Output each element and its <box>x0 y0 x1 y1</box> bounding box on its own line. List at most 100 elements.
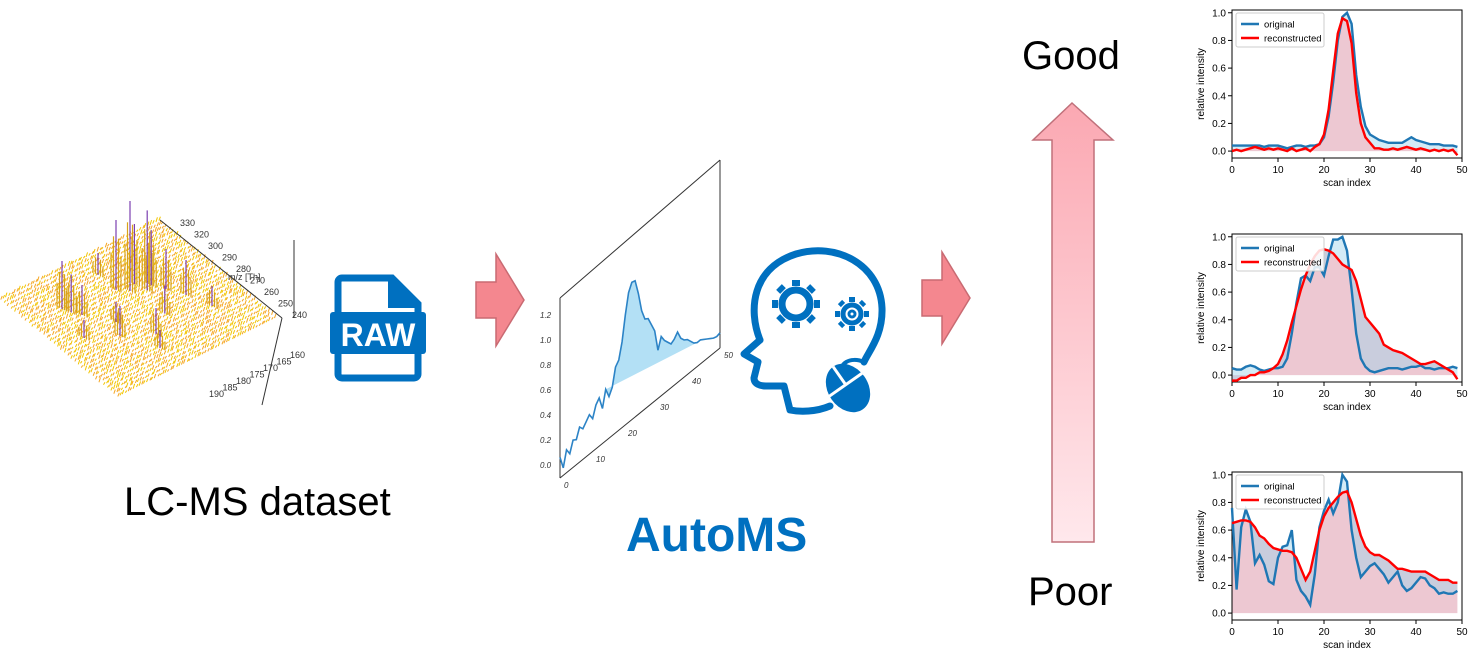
x-tick-label: 50 <box>1456 165 1468 176</box>
y-tick-label: 0.4 <box>1212 91 1226 102</box>
raw-file-icon: RAW <box>330 274 426 382</box>
axes-frame <box>1231 471 1463 621</box>
y-tick-label: 1.0 <box>1212 232 1226 243</box>
x-axis-label: scan index <box>1323 402 1371 413</box>
peak-preview-plot: 0 10 20 30 40 50 0.0 0.2 0.4 0.6 0.8 1.0 1.2 <box>540 159 733 490</box>
reconstructed-line <box>1231 16 1459 157</box>
y-tick-label: 0.6 <box>1212 526 1226 537</box>
x-tick-label: 30 <box>1364 627 1376 638</box>
x-tick-label: 0 <box>1229 389 1235 400</box>
preview-x-ticks: 0 10 20 30 40 50 <box>564 351 733 490</box>
x-tick-label: 20 <box>1318 627 1330 638</box>
reconstructed-line <box>1232 247 1459 382</box>
mz-unit-label: m/z [Th] <box>228 272 261 282</box>
quality-arrow <box>1031 101 1115 543</box>
legend: original reconstructed <box>1235 12 1325 48</box>
preview-y-ticks: 0.0 0.2 0.4 0.6 0.8 1.0 1.2 <box>540 311 552 470</box>
legend-entry: original <box>1264 20 1295 31</box>
preview-x-tick: 10 <box>596 455 605 464</box>
preview-y-tick: 0.6 <box>540 386 552 395</box>
mz-tick-label: 290 <box>222 253 237 263</box>
reconstructed-area <box>1232 18 1458 156</box>
preview-frame-bottom <box>559 347 721 479</box>
preview-y-tick: 0.8 <box>540 361 552 370</box>
lcms-peaks <box>56 201 218 351</box>
y-tick-label: 0.2 <box>1212 581 1226 592</box>
y-tick-label: 0.6 <box>1212 288 1226 299</box>
preview-x-tick: 40 <box>692 377 701 386</box>
legend-entry: original <box>1264 482 1295 493</box>
quality-good-label: Good <box>1022 34 1120 78</box>
method-label: AutoMS <box>626 509 808 562</box>
right-arrow-1 <box>475 251 525 349</box>
y-tick-label: 1.0 <box>1212 8 1226 19</box>
y-axis-label: relative intensity <box>1196 48 1207 120</box>
y-tick-label: 0.8 <box>1212 260 1226 271</box>
x-tick-label: 40 <box>1410 389 1422 400</box>
preview-y-tick: 1.0 <box>540 336 552 345</box>
x-tick-label: 0 <box>1229 627 1235 638</box>
x-tick-label: 10 <box>1272 165 1284 176</box>
x-tick-label: 40 <box>1410 165 1422 176</box>
mz-tick-label: 280 <box>236 264 251 274</box>
x-tick-label: 50 <box>1456 627 1468 638</box>
preview-x-tick: 20 <box>627 429 637 438</box>
original-line <box>1232 10 1458 150</box>
scan-tick-label: 180 <box>236 376 251 386</box>
mz-tick-label: 250 <box>278 299 293 309</box>
ai-brain-gears-icon <box>740 247 886 415</box>
scan-tick-label: 175 <box>250 370 265 380</box>
preview-area <box>605 280 698 397</box>
x-tick-label: 30 <box>1364 165 1376 176</box>
original-line <box>1230 471 1459 609</box>
y-tick-label: 0.8 <box>1212 36 1226 47</box>
scan-tick-label: 160 <box>290 350 305 360</box>
y-tick-label: 0.6 <box>1212 64 1226 75</box>
preview-y-tick: 0.4 <box>540 411 552 420</box>
preview-y-tick: 0.2 <box>540 436 552 445</box>
x-tick-label: 0 <box>1229 165 1235 176</box>
lcms-floor <box>0 216 277 397</box>
x-tick-label: 10 <box>1272 627 1284 638</box>
legend-entry: original <box>1264 244 1295 255</box>
preview-x-tick: 30 <box>660 403 669 412</box>
preview-x-tick: 50 <box>724 351 733 360</box>
axes-frame <box>1231 233 1463 383</box>
x-tick-label: 20 <box>1318 165 1330 176</box>
x-tick-label: 30 <box>1364 389 1376 400</box>
mz-axis <box>159 219 283 319</box>
scan-axis <box>261 317 283 406</box>
reconstruction-chart-good: 0.0 0.2 0.4 0.6 0.8 1.0 0 10 20 30 40 50 scan index r… <box>1196 8 1468 189</box>
y-tick-label: 0.4 <box>1212 315 1226 326</box>
difference-area <box>1232 474 1458 605</box>
preview-x-tick: 0 <box>564 481 569 490</box>
y-tick-label: 0.0 <box>1212 147 1226 158</box>
y-axis-label: relative intensity <box>1196 510 1207 582</box>
mz-tick-label: 330 <box>180 218 195 228</box>
preview-line <box>559 279 721 469</box>
y-tick-label: 1.0 <box>1212 470 1226 481</box>
preview-y-tick: 1.2 <box>540 311 552 320</box>
axes-frame <box>1231 9 1463 159</box>
y-axis-label: relative intensity <box>1196 272 1207 344</box>
scan-tick-label: 190 <box>209 389 224 399</box>
legend-entry: reconstructed <box>1264 34 1322 45</box>
y-tick-label: 0.2 <box>1212 343 1226 354</box>
y-tick-label: 0.0 <box>1212 371 1226 382</box>
scan-tick-label: 185 <box>223 383 238 393</box>
mz-tick-label: 320 <box>194 230 209 240</box>
x-axis-label: scan index <box>1323 178 1371 189</box>
preview-y-tick: 0.0 <box>540 461 552 470</box>
dataset-label: LC-MS dataset <box>124 480 391 524</box>
right-arrow-2 <box>921 249 971 347</box>
reconstructed-line <box>1231 489 1458 584</box>
preview-frame-top <box>559 159 721 299</box>
scan-tick-label: 170 <box>263 363 278 373</box>
y-tick-label: 0.2 <box>1212 119 1226 130</box>
mz-tick-label: 300 <box>208 241 223 251</box>
